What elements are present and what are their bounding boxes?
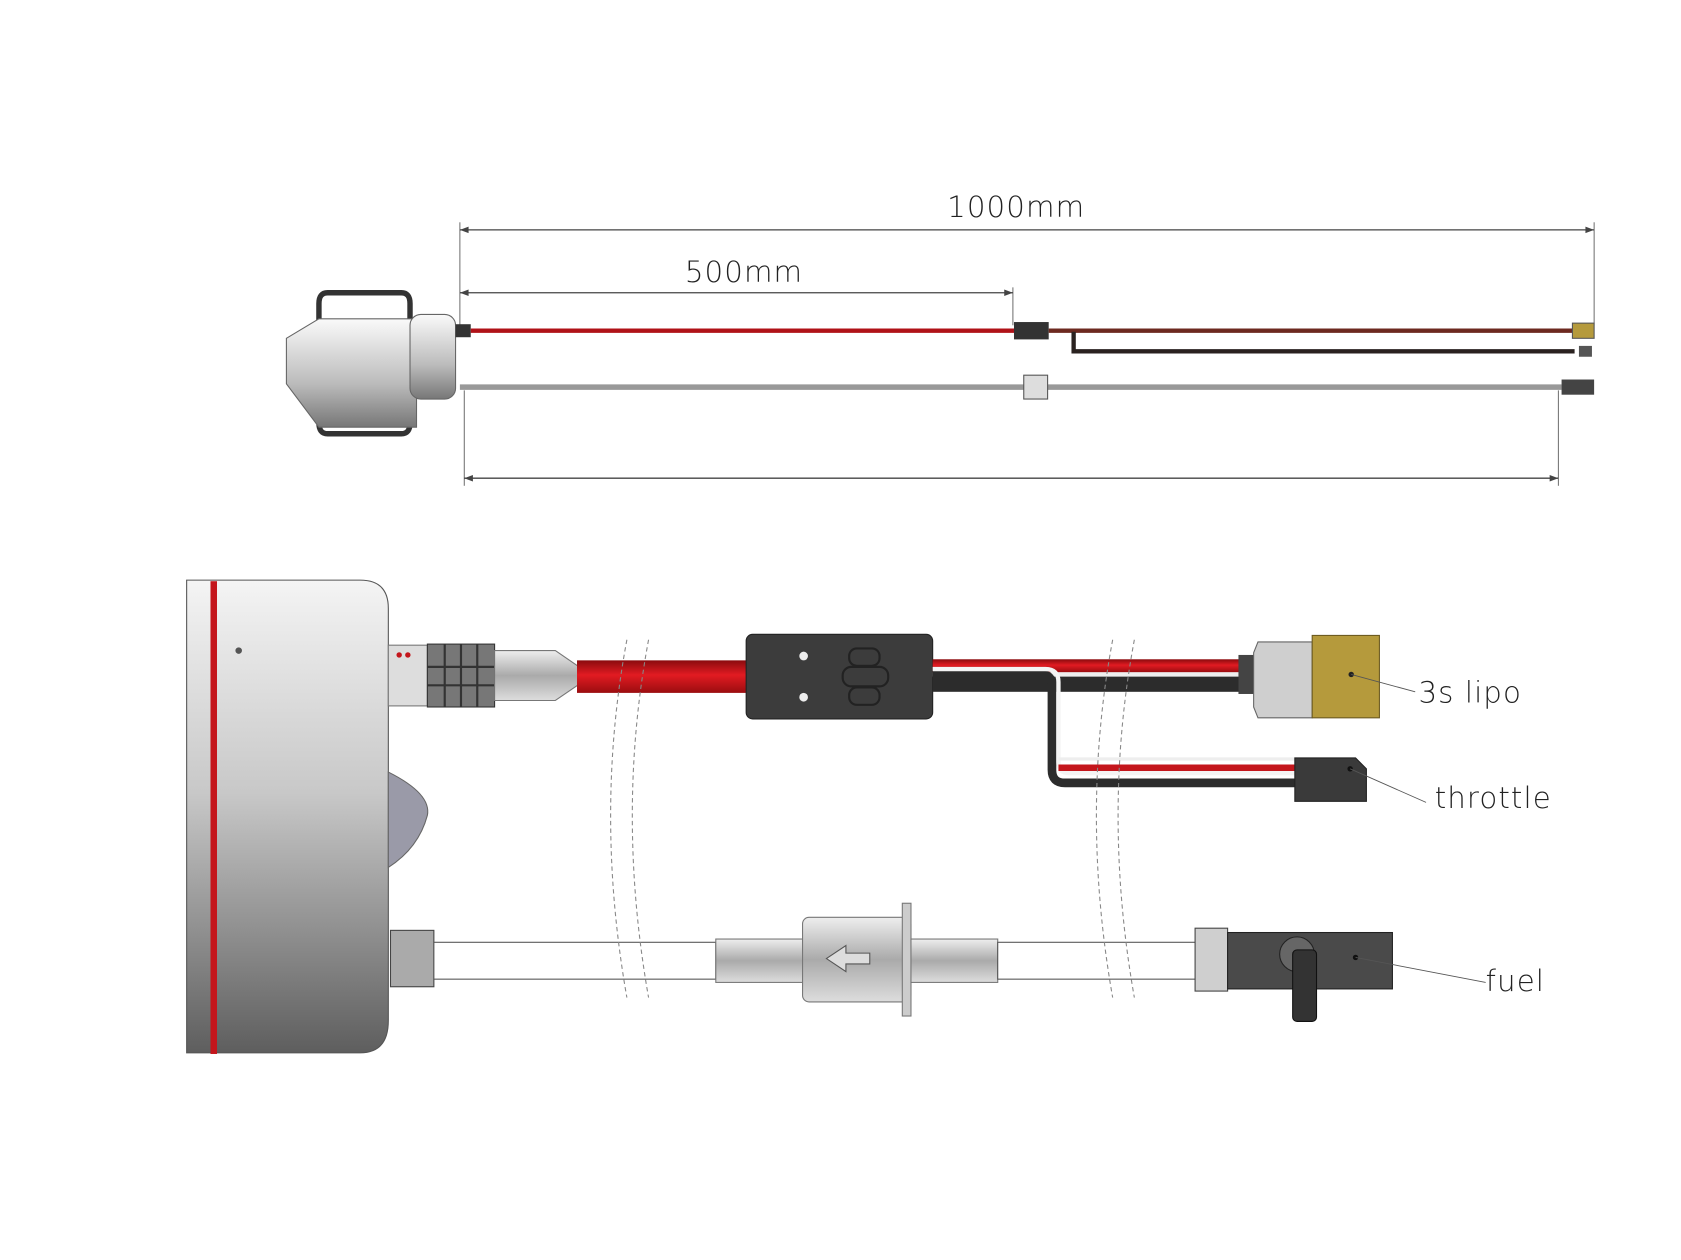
detail-drawing: 3s lipo throttle fuel (186, 579, 1552, 1054)
fuel-line (433, 902, 1393, 1022)
engine-connector (387, 643, 580, 708)
engine-body (186, 579, 435, 1054)
lipo-connector (1238, 634, 1380, 719)
dimension-1000mm: 1000mm (459, 190, 1595, 326)
label-3s-lipo: 3s lipo (1418, 676, 1522, 710)
dimension-500mm: 500mm (459, 255, 1014, 326)
dimension-label-1000: 1000mm (947, 190, 1085, 224)
dimension-label-500: 500mm (685, 255, 803, 289)
label-fuel: fuel (1486, 964, 1545, 998)
label-throttle: throttle (1435, 781, 1552, 815)
break-lines (610, 639, 1135, 998)
throttle-connector (1294, 757, 1367, 802)
cable-junction-box (745, 633, 934, 720)
overview-drawing: 1000mm 500mm (285, 190, 1595, 486)
callouts: 3s lipo throttle fuel (1349, 674, 1552, 998)
engine-small (285, 290, 471, 437)
dimension-fuel-line (463, 390, 1559, 486)
